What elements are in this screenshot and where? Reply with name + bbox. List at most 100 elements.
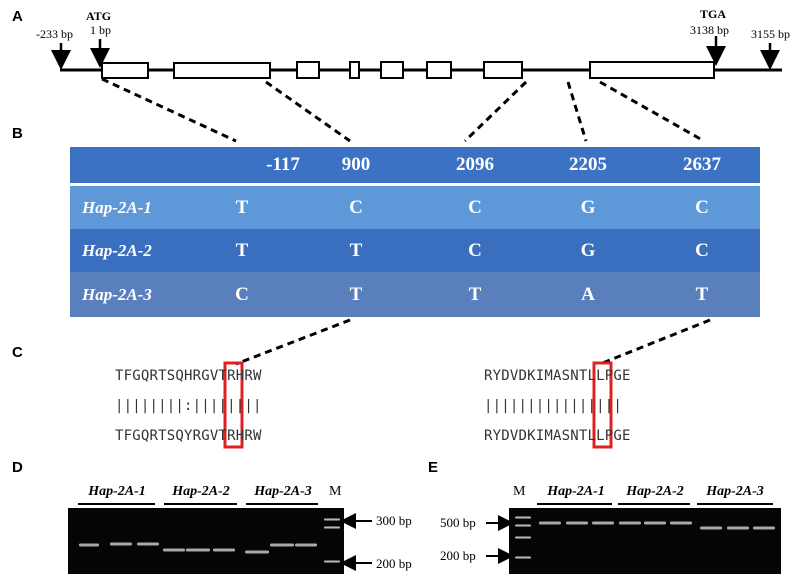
atg-label: ATG [86,9,112,23]
snp-haplotype-table: -117 900 2096 2205 2637 Hap-2A-1 T C C G… [70,147,760,317]
size-label: 500 bp [440,515,476,530]
gel-band [270,543,294,547]
lane-label: Hap-2A-1 [547,484,605,499]
gel-band [79,543,99,547]
marker-band [515,524,531,527]
exon-box [589,61,715,79]
position-header: 900 [341,154,371,175]
exon-box [483,61,523,79]
gel-band [110,542,132,546]
marker-band [515,536,531,539]
alignment-left-match: ||||||||:|||||||| [115,398,262,414]
panel-label-e: E [428,459,439,476]
alignment-right-match: |||||||||||||||| [484,398,623,414]
allele-cell: A [581,283,595,305]
gel-band [700,526,722,530]
gel-band [727,526,749,530]
haplotype-name: Hap-2A-1 [82,197,152,217]
table-separator [70,183,760,186]
allele-cell: G [580,196,596,218]
position-header: 2205 [569,154,607,175]
marker-band [324,526,340,529]
highlight-box-left [223,361,244,449]
connector-line [599,318,711,366]
exon-box [426,61,452,79]
start-position-label: -233 bp [36,27,73,41]
exon-box [296,61,320,79]
tga-position-label: 3138 bp [690,23,729,37]
connector-line [566,81,588,142]
gel-band [186,548,210,552]
lane-label: Hap-2A-2 [172,484,230,499]
gel-band [539,521,561,525]
allele-cell: G [580,239,596,261]
allele-cell: T [695,283,709,305]
position-header: 2096 [456,154,494,175]
marker-band [515,516,531,519]
gel-band [137,542,159,546]
alignment-left-bottom: TFGQRTSQYRGVTRHRW [115,428,262,444]
atg-position-label: 1 bp [90,23,111,37]
connector-line [463,80,528,143]
marker-lane-label: M [513,484,526,499]
panel-label-c: C [12,344,23,361]
marker-band [324,560,340,563]
panel-label-a: A [12,8,23,25]
connector-line [101,77,237,143]
alignment-right-top: RYDVDKIMASNTLLPGE [484,368,631,384]
position-header: -117 [266,154,300,175]
allele-cell: T [235,239,249,261]
lane-label: Hap-2A-2 [626,484,684,499]
haplotype-name: Hap-2A-3 [82,284,152,304]
alignment-right-bottom: RYDVDKIMASNTLLPGE [484,428,631,444]
gel-band [644,521,666,525]
alignment-left-top: TFGQRTSQHRGVTRHRW [115,368,262,384]
gel-band [163,548,185,552]
gel-band [295,543,317,547]
haplotype-name: Hap-2A-2 [82,240,152,260]
table-row: Hap-2A-2 T T C G C [70,229,760,272]
allele-cell: T [468,283,482,305]
table-header-row: -117 900 2096 2205 2637 [70,147,760,183]
allele-cell: C [695,196,709,218]
panel-label-b: B [12,125,23,142]
gel-image-e [509,508,781,574]
table-row: Hap-2A-3 C T T A T [70,272,760,317]
size-label: 200 bp [376,556,412,571]
allele-cell: C [468,239,482,261]
lane-label: Hap-2A-1 [88,484,146,499]
allele-cell: C [468,196,482,218]
allele-cell: T [349,239,363,261]
lane-label: Hap-2A-3 [254,484,312,499]
end-position-label: 3155 bp [751,27,790,41]
gel-band [245,550,269,554]
size-label: 300 bp [376,513,412,528]
size-label: 200 bp [440,548,476,563]
tga-label: TGA [700,7,727,21]
gel-band [753,526,775,530]
position-header: 2637 [683,154,721,175]
panel-label-d: D [12,459,23,476]
exon-box [380,61,404,79]
gel-image-d [68,508,344,574]
exon-box [349,61,360,79]
allele-cell: C [349,196,363,218]
gel-band [213,548,235,552]
gel-band [592,521,614,525]
connector-line [235,318,351,366]
lane-label: Hap-2A-3 [706,484,764,499]
connector-line [599,80,705,143]
allele-cell: T [235,196,249,218]
gel-band [670,521,692,525]
allele-cell: C [235,283,249,305]
highlight-box-right [592,361,613,449]
marker-band [324,518,340,521]
allele-cell: T [349,283,363,305]
table-row: Hap-2A-1 T C C G C [70,186,760,229]
marker-lane-label: M [329,484,342,499]
gel-band [619,521,641,525]
exon-box [173,62,271,79]
connector-line [265,80,351,143]
exon-box [101,62,149,79]
